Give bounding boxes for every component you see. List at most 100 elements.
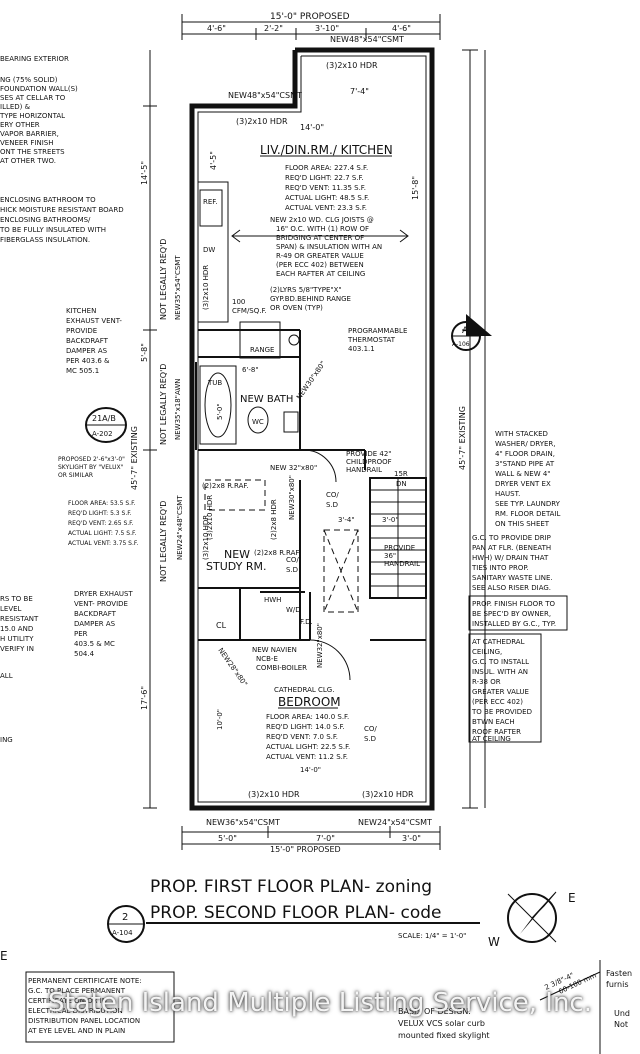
uno-2: Not: [614, 1020, 628, 1029]
dryer-note-6: 403.5 & MC: [74, 640, 115, 648]
joist-note-4: SPAN) & INSULATION WITH AN: [276, 243, 382, 251]
window-left: NEW48"x54"CSMT: [228, 91, 302, 100]
gyp-note-2: GYP.BD.BEHIND RANGE: [270, 295, 351, 303]
study-stat-2: REQ'D LIGHT: 5.3 S.F.: [68, 510, 132, 517]
washer-note-6: DRYER VENT EX: [495, 480, 551, 488]
window-vert-header-1: (3)2x10 HDR: [202, 265, 210, 310]
window-vert-2: NEW35"x18"AWN: [174, 378, 182, 440]
washer-note-8: SEE TYP. LAUNDRY: [495, 500, 561, 508]
kitchen-exhaust-5: DAMPER AS: [66, 347, 108, 355]
window-bottom-right: NEW24"x54"CSMT: [358, 818, 432, 827]
dryer-note-1: DRYER EXHAUST: [74, 590, 133, 598]
kitchen-title: LIV./DIN.RM./ KITCHEN: [260, 143, 393, 157]
bearing-8: VAPOR BARRIER,: [0, 130, 59, 138]
compass-east: E: [568, 891, 576, 905]
cathedral-note-6: GREATER VALUE: [472, 688, 529, 696]
kitchen-exhaust-4: BACKDRAFT: [66, 337, 109, 345]
window-top-header: (3)2x10 HDR: [326, 61, 378, 70]
door-label-5: NEW30"x80": [288, 475, 296, 520]
dim-top-a: 4'-6": [207, 24, 226, 33]
scale-label: SCALE: 1/4" = 1'-0": [398, 932, 466, 940]
velux-1: BASIS OF DESIGN:: [398, 1007, 471, 1016]
north-arrow: E W: [488, 891, 576, 949]
side-dimensions: 14'-5" 5'-8" 45'-7" EXISTING 17'-6" 15'-…: [130, 49, 486, 809]
cfm-label-1: 100: [232, 298, 245, 306]
handrail2-note-3: HANDRAIL: [384, 560, 420, 568]
washer-note-1: WITH STACKED: [495, 430, 548, 438]
kitchen-stat-2: REQ'D LIGHT: 22.7 S.F.: [285, 174, 364, 182]
bottom-dimensions: 5'-0" 7'-0" 3'-0" 15'-0" PROPOSED: [181, 826, 441, 854]
window-vert-header-2: (3)2x10 HDR: [202, 515, 210, 560]
velux-2: VELUX VCS solar curb: [398, 1019, 485, 1028]
window-bottom-header-left: (3)2x10 HDR: [248, 790, 300, 799]
study-stat-1: FLOOR AREA: 53.5 S.F.: [68, 500, 136, 507]
dim-top-overall: 15'-0" PROPOSED: [270, 12, 350, 22]
cert-title: PERMANENT CERTIFICATE NOTE:: [28, 977, 142, 985]
dryer-note-2: VENT- PROVIDE: [74, 600, 128, 608]
bedroom-ceiling: CATHEDRAL CLG.: [274, 686, 334, 694]
study-stat-4: ACTUAL LIGHT: 7.5 S.F.: [68, 530, 136, 537]
title-block: PROP. FIRST FLOOR PLAN- zoning PROP. SEC…: [107, 877, 480, 943]
kitchen-exhaust-1: KITCHEN: [66, 307, 96, 315]
dryer-note-7: 504.4: [74, 650, 95, 658]
rafter-label-2: (2)2x8 R.RAF.: [254, 549, 301, 557]
gyp-note-3: OR OVEN (TYP): [270, 304, 323, 312]
kitchen-stat-1: FLOOR AREA: 227.4 S.F.: [285, 164, 368, 172]
cert-line-3: ELECTRICAL DISTRIBUTION: [28, 1007, 123, 1015]
cathedral-note-9: BTWN EACH: [472, 718, 515, 726]
exterior-walls: [189, 47, 435, 811]
window-bottom-left: NEW36"x54"CSMT: [206, 818, 280, 827]
window-bottom-header-right: (3)2x10 HDR: [362, 790, 414, 799]
drip-note-5: SANITARY WASTE LINE.: [472, 574, 553, 582]
cathedral-note-11: AT CEILING: [472, 735, 511, 743]
dryer-note-4: DAMPER AS: [74, 620, 116, 628]
section-id: 21A/B: [92, 414, 116, 423]
bearing-2: NG (75% SOLID): [0, 76, 58, 84]
dim-bottom-b: 7'-0": [316, 834, 335, 843]
washer-note-7: HAUST.: [495, 490, 520, 498]
dim-top-b: 2'-2": [264, 24, 283, 33]
header-label-1: (3)2x10 HDR: [206, 495, 214, 540]
study-stat-5: ACTUAL VENT: 3.75 S.F.: [68, 540, 138, 547]
bedroom-stat-2: REQ'D LIGHT: 14.0 S.F.: [266, 723, 345, 731]
washer-note-10: ON THIS SHEET: [495, 520, 550, 528]
cathedral-note-3: G.C. TO INSTALL: [472, 658, 529, 666]
bearing-9: VENEER FINISH: [0, 139, 53, 147]
bedroom-label: BEDROOM: [278, 695, 341, 709]
bearing-11: AT OTHER TWO.: [0, 157, 56, 165]
rooms: 6'-8" NEW BATH TUB 5'-0" WC (2)2x8 R.RAF…: [202, 360, 420, 774]
dim-left-mid: 5'-8": [140, 343, 149, 362]
compass-west: W: [488, 935, 500, 949]
footer-left-e: E: [0, 949, 8, 963]
dim-top-c: 3'-10": [315, 24, 339, 33]
edge-note-3: RESISTANT: [0, 615, 39, 623]
mls-watermark: Staten Island Multiple Listing Service, …: [48, 988, 592, 1018]
washer-note-4: 3"STAND PIPE AT: [495, 460, 555, 468]
dim-stair-b: 3'-0": [382, 516, 399, 524]
dim-bottom-a: 5'-0": [218, 834, 237, 843]
finish-note-3: INSTALLED BY G.C., TYP.: [472, 620, 556, 628]
plan-title-1: PROP. FIRST FLOOR PLAN- zoning: [150, 877, 432, 897]
footer-notes: E PERMANENT CERTIFICATE NOTE: G.C. TO PL…: [0, 949, 632, 1054]
edge-note-4: 15.0 AND: [0, 625, 33, 633]
handrail2-note-1: PROVIDE: [384, 544, 415, 552]
closet-label: CL: [216, 621, 227, 630]
dim-kitchen-left: 4'-5": [209, 151, 218, 170]
window-vert-1: NEW35"x54"CSMT: [174, 255, 182, 320]
handrail-note-3: HANDRAIL: [346, 466, 382, 474]
edge-note-1: RS TO BE: [0, 595, 33, 603]
dim-kitchen-width: 14'-0": [300, 123, 324, 132]
window-labels: NEW48"x54"CSMT (3)2x10 HDR NEW48"x54"CSM…: [159, 35, 432, 827]
stair-direction: DN: [396, 480, 407, 488]
cathedral-note-2: CEILING,: [472, 648, 502, 656]
co-3: CO/: [364, 725, 377, 733]
bath-note-2: HICK MOISTURE RESISTANT BOARD: [0, 206, 124, 214]
dim-top-d: 4'-6": [392, 24, 411, 33]
bearing-10: ONT THE STREETS: [0, 148, 65, 156]
left-notes: BEARING EXTERIOR NG (75% SOLID) FOUNDATI…: [0, 55, 138, 744]
bearing-4: SES AT CELLAR TO: [0, 94, 66, 102]
right-notes: PROGRAMMABLE THERMOSTAT 403.1.1 A A-106 …: [347, 314, 568, 743]
dim-bath-width: 6'-8": [242, 366, 259, 374]
cathedral-note-5: R-38 OR: [472, 678, 501, 686]
washer-note-2: WASHER/ DRYER,: [495, 440, 556, 448]
